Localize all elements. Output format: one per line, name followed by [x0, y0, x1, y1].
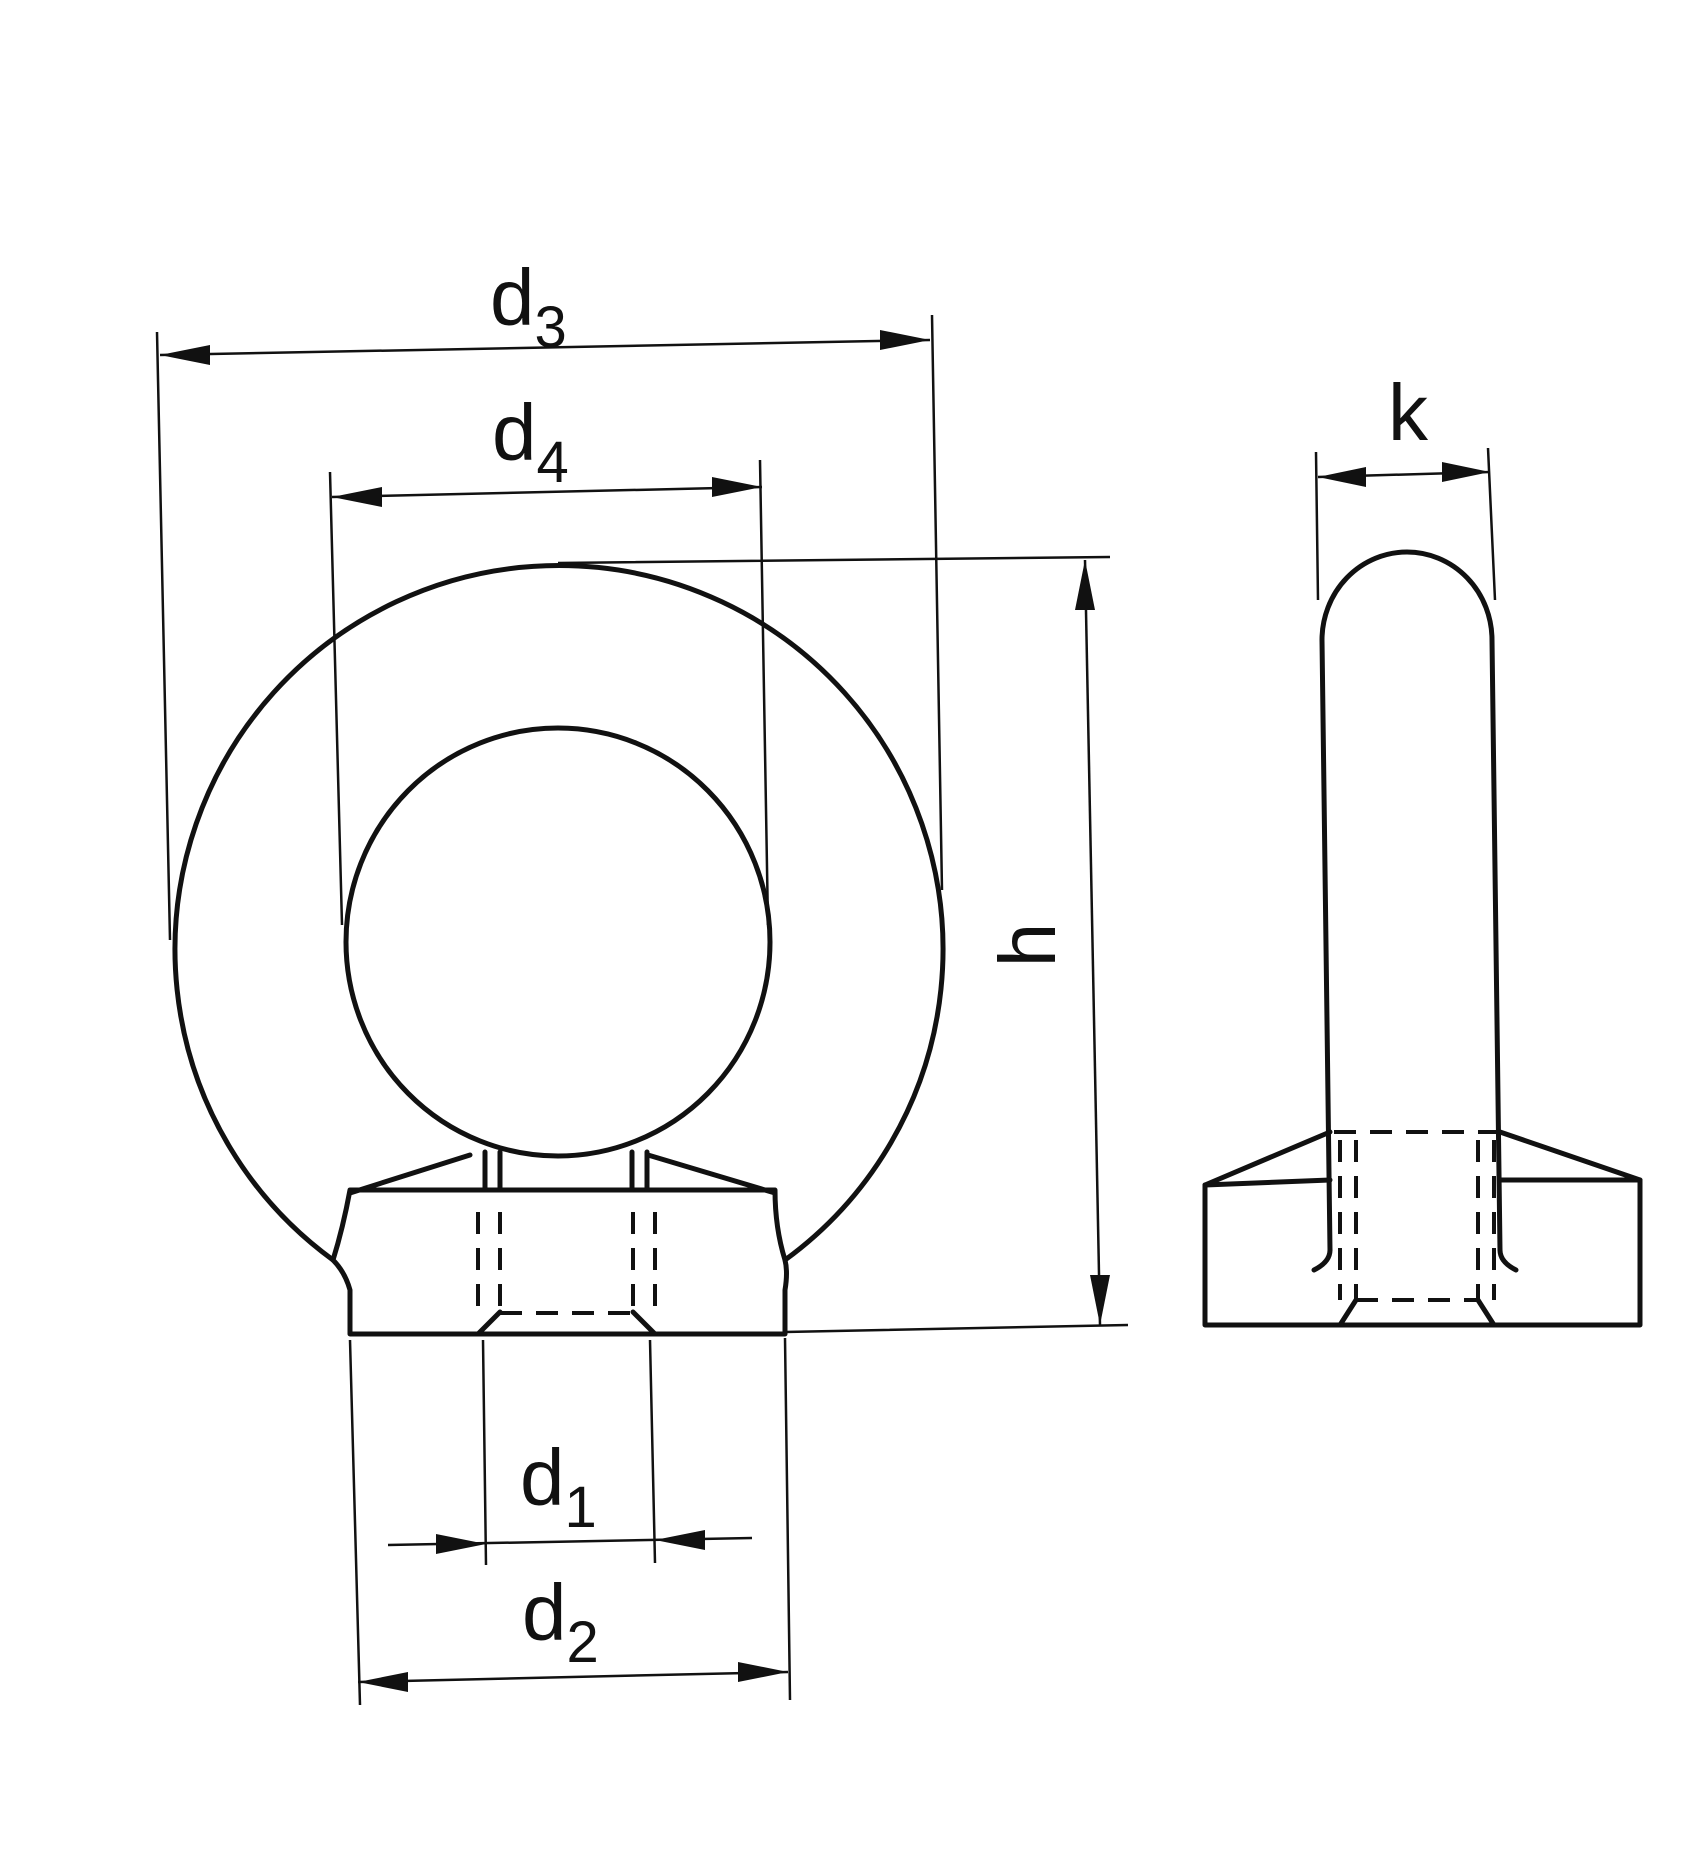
d3-extension-lines: [155, 314, 944, 941]
h-dimension-line: [1083, 559, 1102, 1326]
d3-dimension-line: [159, 338, 931, 357]
outer-ring-outline: [172, 563, 946, 1263]
inner-hole: [343, 725, 773, 1159]
dimension-k: k: [1314, 368, 1497, 601]
neck-line-left: [482, 1149, 503, 1193]
dimension-d1: d1: [387, 1339, 753, 1566]
h-label: h: [983, 923, 1072, 968]
side-flange-chamfer: [1202, 1129, 1643, 1188]
side-view: [1202, 549, 1643, 1328]
d4-arrow-right: [712, 477, 762, 497]
d4-extension-lines: [328, 459, 770, 926]
collar-outline: [330, 1187, 789, 1337]
collar-chamfer-left: [347, 1152, 473, 1196]
d2-arrow-left: [358, 1672, 408, 1692]
side-neck-flare: [1311, 1247, 1519, 1273]
d2-label-subscript: 2: [567, 1610, 599, 1675]
d1-label: d1: [520, 1433, 597, 1540]
collar-chamfer-right: [645, 1152, 778, 1196]
k-label: k: [1388, 368, 1429, 457]
k-arrow-left: [1318, 467, 1366, 487]
dimension-d4: d4: [328, 388, 770, 926]
side-thread-bore-hidden: [1334, 1130, 1500, 1302]
dimension-d2: d2: [348, 1337, 792, 1706]
side-flange-outline: [1202, 1177, 1643, 1328]
h-arrow-top: [1075, 560, 1095, 610]
d4-label-subscript: 4: [537, 430, 569, 495]
h-extension-lines: [557, 555, 1129, 1334]
d4-label-main: d: [492, 388, 537, 477]
shank-outline: [1319, 549, 1503, 1253]
d3-arrow-left: [160, 345, 210, 365]
d1-arrow-left: [436, 1534, 486, 1554]
d2-label-main: d: [522, 1568, 567, 1657]
dimension-h: h: [557, 555, 1129, 1334]
d4-dimension-line: [331, 485, 763, 499]
k-arrow-right: [1442, 462, 1490, 482]
d2-arrow-right: [738, 1662, 788, 1682]
dimension-d3: d3: [155, 253, 944, 941]
h-arrow-bottom: [1090, 1275, 1110, 1325]
k-extension-lines: [1314, 447, 1497, 601]
d1-arrow-right: [655, 1530, 705, 1550]
d2-dimension-line: [357, 1670, 789, 1684]
d2-label: d2: [522, 1568, 599, 1675]
d1-label-main: d: [520, 1433, 565, 1522]
d3-label-subscript: 3: [535, 295, 567, 360]
d4-arrow-left: [332, 487, 382, 507]
d1-label-subscript: 1: [565, 1475, 597, 1540]
neck-line-right: [629, 1149, 650, 1193]
d1-extension-lines: [481, 1339, 657, 1566]
side-bore-chamfer: [1337, 1297, 1497, 1328]
d3-label-main: d: [490, 253, 535, 342]
thread-bore-hidden: [476, 1212, 657, 1315]
d3-label: d3: [490, 253, 567, 360]
front-view: [172, 563, 946, 1337]
bore-chamfer: [475, 1309, 658, 1337]
d4-label: d4: [492, 388, 569, 495]
d2-extension-lines: [348, 1337, 792, 1706]
d3-arrow-right: [880, 330, 930, 350]
